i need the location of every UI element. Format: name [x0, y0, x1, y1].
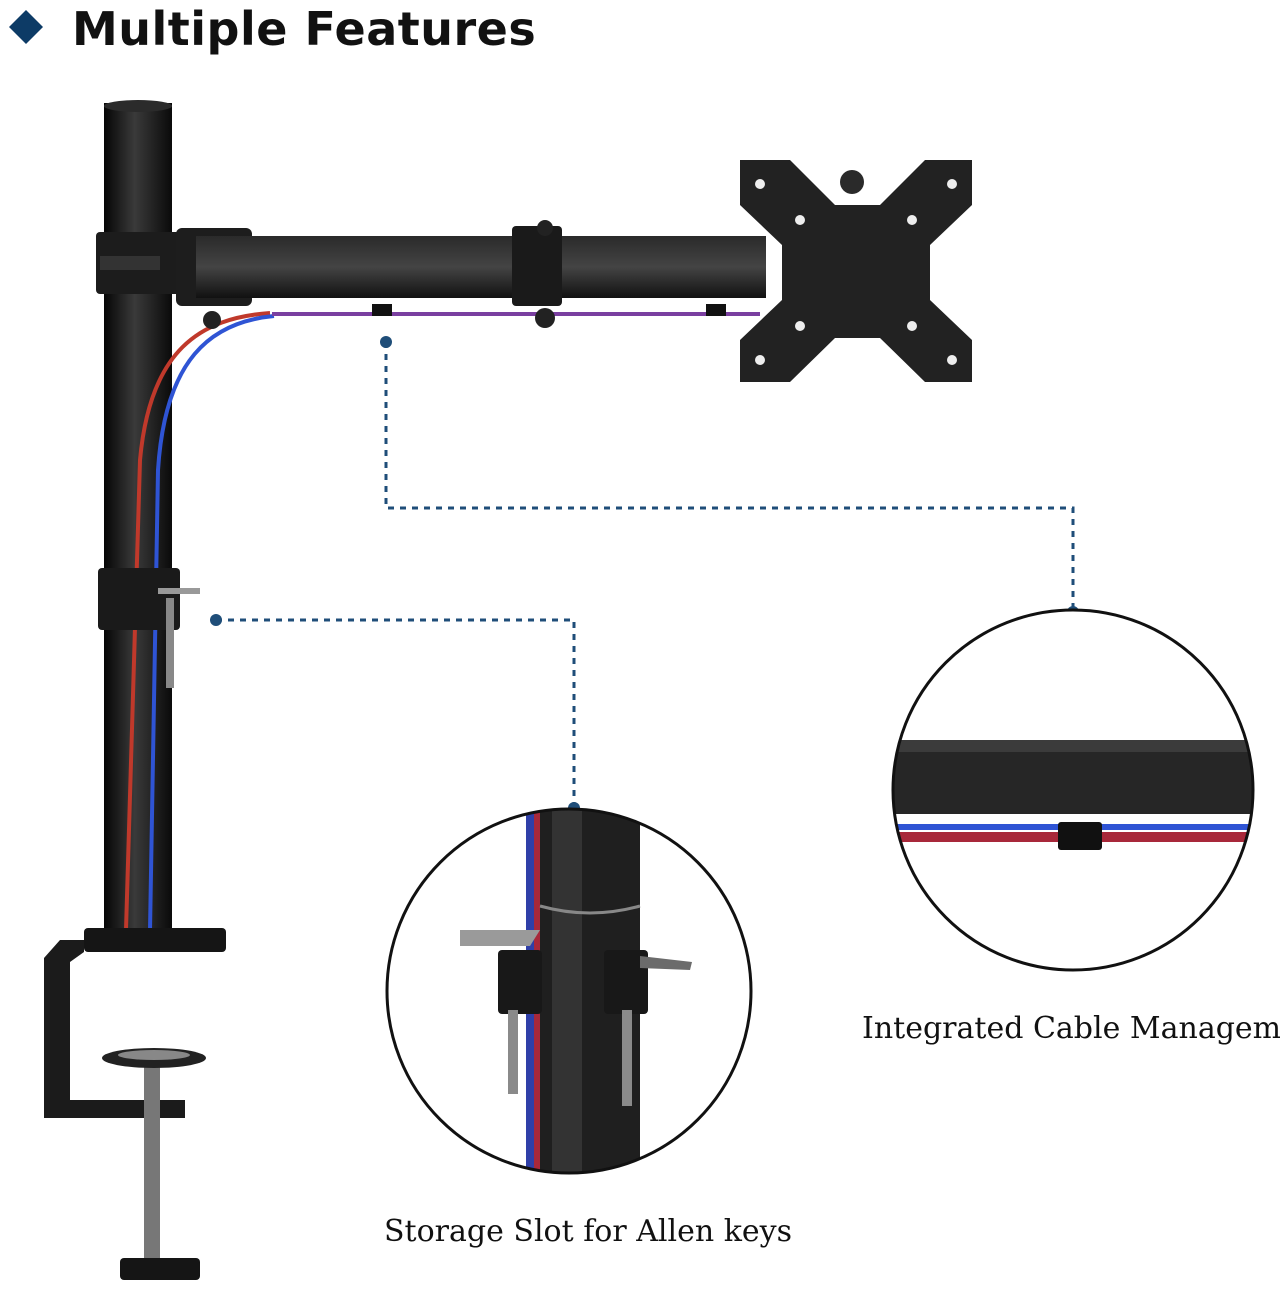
diamond-icon	[9, 10, 43, 44]
callout-dot-cable	[380, 336, 392, 348]
desk-clamp	[44, 928, 226, 1280]
caption-cable-management: Integrated Cable Management	[862, 1011, 1280, 1046]
zoom-circle-storage-slot	[385, 807, 753, 1175]
cables	[124, 311, 760, 931]
extension-arm	[176, 220, 766, 329]
page-title: Multiple Features	[72, 2, 537, 56]
caption-storage-slot: Storage Slot for Allen keys	[384, 1214, 792, 1249]
callout-dot-storage	[210, 614, 222, 626]
allen-key-holder	[98, 568, 200, 688]
zoom-circle-cable-management	[891, 608, 1255, 972]
vesa-plate	[740, 160, 972, 382]
arm-collar	[96, 232, 180, 294]
callout-lines	[216, 342, 1075, 808]
